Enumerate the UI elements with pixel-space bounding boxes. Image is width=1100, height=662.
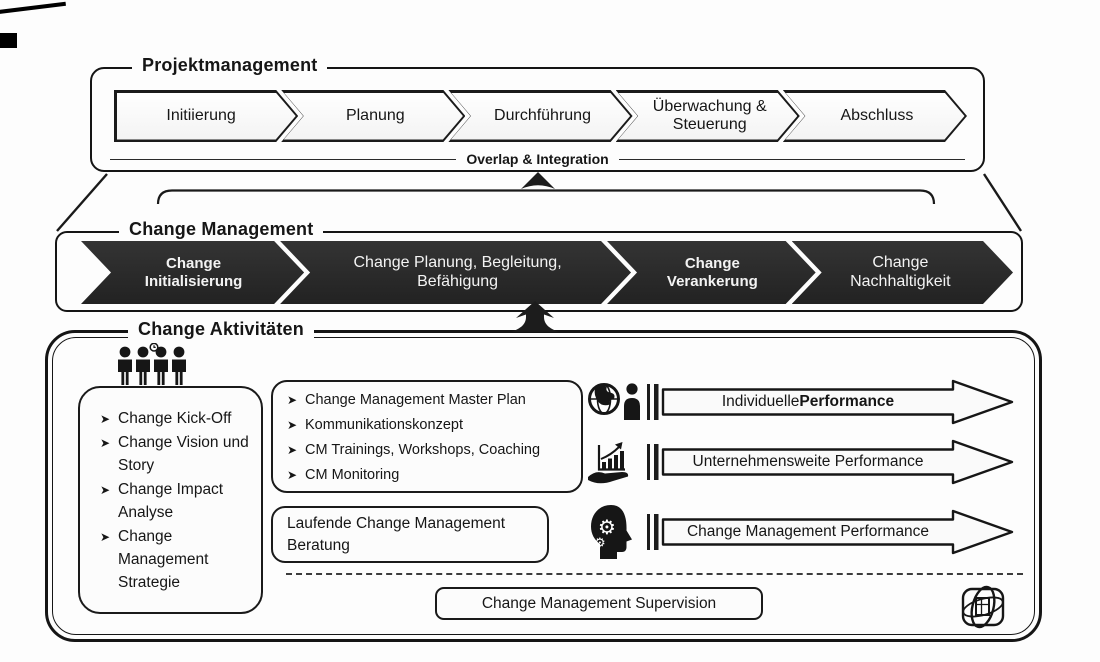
arrow-bullet-icon: ➤ — [100, 529, 111, 544]
list-item: ➤ Kommunikationskonzept — [287, 418, 571, 433]
pm-phase-label: Abschluss — [840, 107, 914, 125]
arrow-bullet-icon: ➤ — [287, 468, 298, 482]
beratung-box: Laufende Change Management Beratung — [271, 506, 549, 563]
change-management-performance-arrow: Change Management Performance — [646, 509, 1016, 555]
cm-phase-verankerung: Change Verankerung — [607, 241, 816, 304]
performance-arrow-shape — [647, 509, 1014, 555]
list-item: ➤ Change Impact Analyse — [100, 479, 253, 525]
list-item-label: Change Impact Analyse — [118, 480, 224, 521]
list-item: ➤ CM Trainings, Workshops, Coaching — [287, 443, 571, 458]
arrow-bullet-icon: ➤ — [287, 443, 298, 457]
pm-phase-label: Überwachung & Steuerung — [652, 98, 767, 133]
pm-phase-label: Initiierung — [166, 107, 236, 125]
arrow-bullet-icon: ➤ — [100, 482, 111, 497]
cm-phase-initialisierung: Change Initialisierung — [81, 241, 304, 304]
pm-phase-ueberwachung-steuerung: Überwachung & Steuerung — [616, 90, 800, 142]
unternehmensweite-performance-arrow: Unternehmensweite Performance — [646, 439, 1016, 485]
list-item: ➤ Change Management Master Plan — [287, 393, 571, 408]
cm-phase-label: Change Verankerung — [666, 254, 758, 290]
pm-phase-initiierung: Initiierung — [114, 90, 298, 142]
label-prefix: Individuelle — [721, 393, 800, 410]
arrow-bullet-icon: ➤ — [287, 393, 298, 407]
performance-arrow-shape — [647, 439, 1014, 485]
dashed-separator — [286, 573, 1023, 575]
label-prefix: Unternehmensweite Performance — [692, 453, 924, 470]
list-item: ➤ Change Kick-Off — [100, 408, 253, 431]
label-bold: Performance — [799, 393, 895, 410]
change-management-title: Change Management — [119, 219, 324, 240]
corner-logo-icon — [961, 585, 1005, 629]
change-management-phase-row: Change Initialisierung Change Planung, B… — [81, 241, 1013, 304]
supervision-box: Change Management Supervision — [435, 587, 763, 620]
cm-phase-label: Change Planung, Begleitung, Befähigung — [353, 253, 562, 290]
pm-phase-durchfuehrung: Durchführung — [448, 90, 632, 142]
pm-phase-planung: Planung — [281, 90, 465, 142]
kickoff-list-box: ➤ Change Kick-Off ➤ Change Vision und St… — [78, 386, 263, 614]
list-item: ➤ CM Monitoring — [287, 468, 571, 483]
projektmanagement-phase-row: Initiierung Planung Durchführung Überwac… — [114, 90, 967, 142]
up-arrow-icon — [521, 172, 555, 189]
arrow-bullet-icon: ➤ — [100, 412, 111, 426]
list-item-label: Change Vision und Story — [118, 433, 249, 474]
divider-line — [618, 158, 966, 160]
up-arrow-flared-icon — [511, 301, 559, 332]
beratung-label: Laufende Change Management Beratung — [287, 514, 506, 554]
list-item-label: CM Trainings, Workshops, Coaching — [305, 442, 541, 458]
svg-text:⚙: ⚙ — [594, 536, 606, 551]
label-prefix: Change Management Performance — [686, 523, 930, 540]
list-item: ➤ Change Management Strategie — [100, 526, 253, 595]
plan-list-box: ➤ Change Management Master Plan ➤ Kommun… — [271, 380, 583, 493]
individuelle-performance-arrow: Individuelle Performance — [646, 379, 1016, 425]
performance-arrow-label: Unternehmensweite Performance — [662, 439, 954, 485]
performance-arrow-shape — [647, 379, 1014, 425]
performance-arrow-label: Change Management Performance — [662, 509, 954, 555]
svg-text:⚙: ⚙ — [598, 515, 616, 539]
change-aktivitaeten-title: Change Aktivitäten — [128, 319, 314, 340]
overlap-integration-label: Overlap & Integration — [466, 151, 609, 167]
overlap-integration-row: Overlap & Integration — [110, 150, 966, 168]
arrow-bullet-icon: ➤ — [100, 435, 111, 450]
scan-artifact-square — [0, 33, 17, 48]
growth-chart-hand-icon — [588, 442, 629, 484]
divider-line — [110, 158, 457, 160]
cm-phase-label: Change Initialisierung — [144, 254, 243, 290]
supervision-label: Change Management Supervision — [481, 594, 717, 612]
head-gears-icon: ⚙ ⚙ — [591, 505, 632, 559]
list-item-label: Change Management Master Plan — [305, 392, 526, 408]
globe-person-icon — [588, 383, 640, 420]
performance-arrow-label: Individuelle Performance — [662, 379, 954, 425]
list-item: ➤ Change Vision und Story — [100, 432, 253, 478]
arrow-bullet-icon: ➤ — [287, 418, 298, 432]
change-aktivitaeten-box: Change Aktivitäten — [45, 319, 1042, 642]
pm-phase-label: Planung — [345, 107, 405, 125]
projektmanagement-box: Projektmanagement Initiierung Planung Du… — [90, 55, 985, 172]
list-item-label: CM Monitoring — [305, 467, 400, 483]
list-item-label: Change Kick-Off — [118, 410, 232, 427]
pm-phase-abschluss: Abschluss — [783, 90, 967, 142]
change-management-box: Change Management Change Initialisierung… — [55, 219, 1023, 312]
people-group-icon — [118, 343, 186, 385]
cm-phase-nachhaltigkeit: Change Nachhaltigkeit — [792, 241, 1013, 304]
list-item-label: Change Management Strategie — [118, 527, 209, 591]
projektmanagement-title: Projektmanagement — [132, 55, 328, 76]
cm-phase-label: Change Nachhaltigkeit — [850, 253, 951, 290]
list-item-label: Kommunikationskonzept — [305, 417, 463, 433]
cm-phase-planung-begleitung-befaehigung: Change Planung, Begleitung, Befähigung — [280, 241, 631, 304]
pm-phase-label: Durchführung — [494, 107, 591, 125]
